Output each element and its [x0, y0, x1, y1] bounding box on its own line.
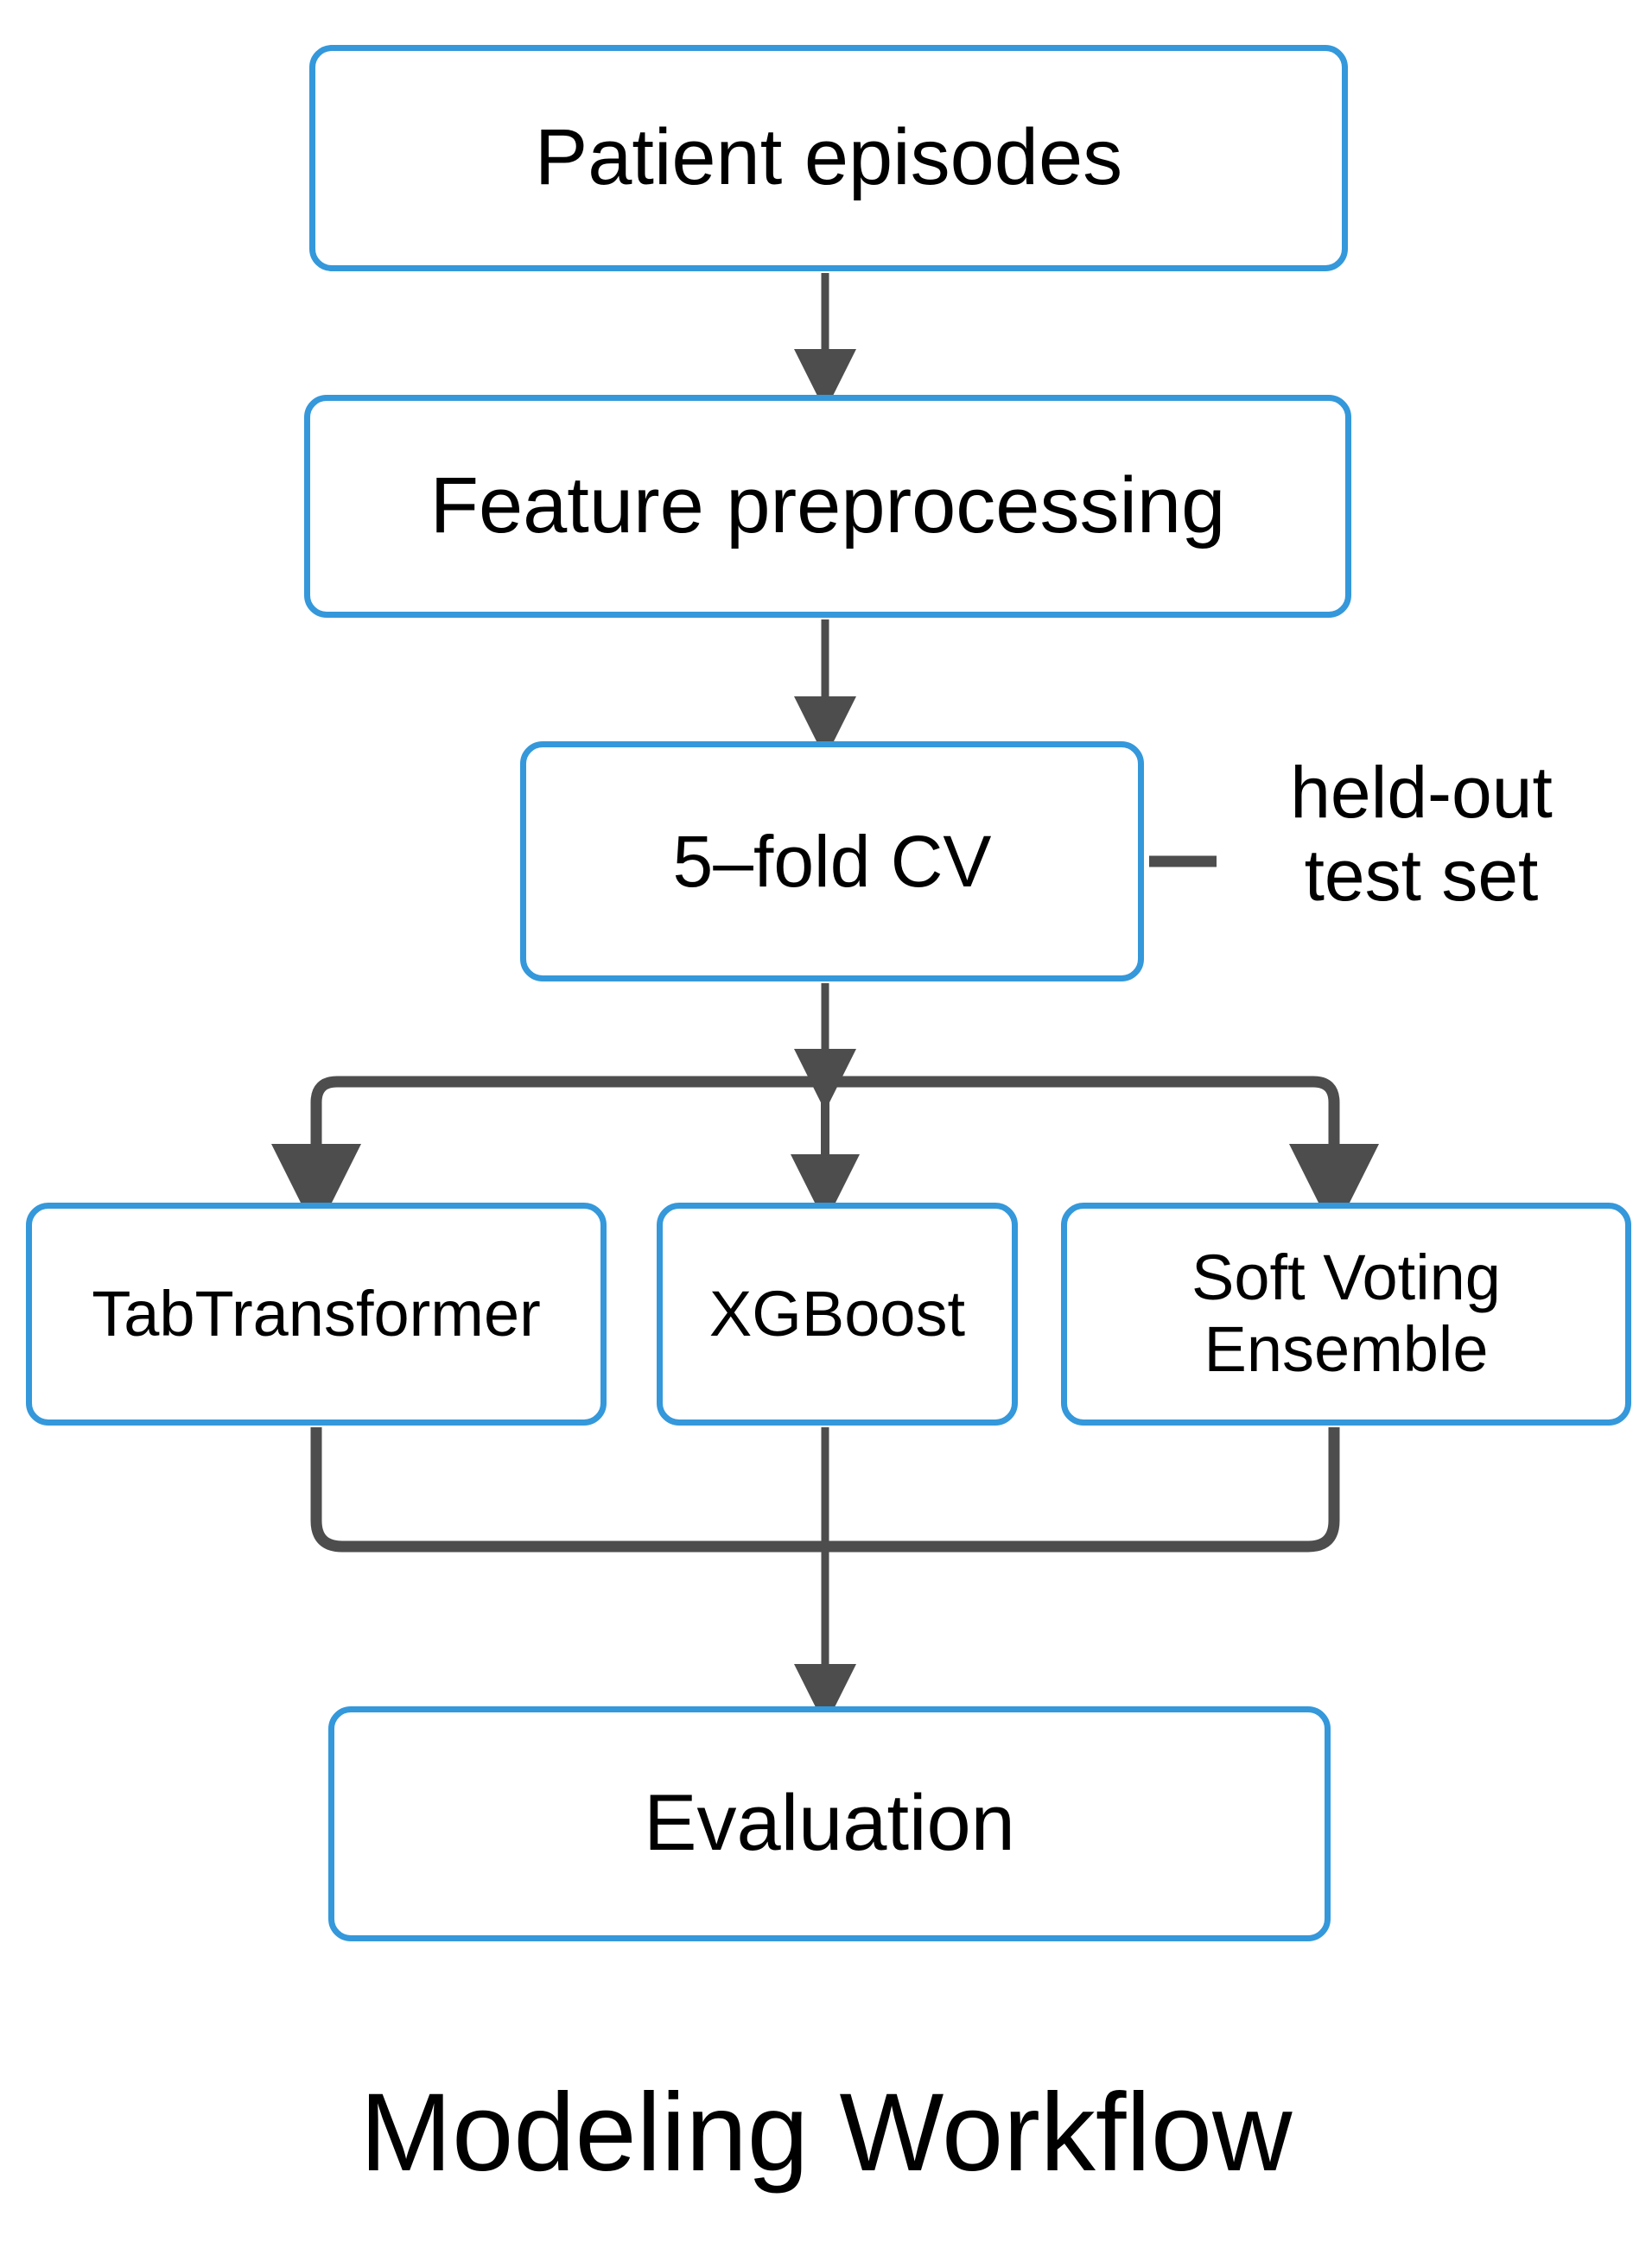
node-soft-voting-ensemble-label: Soft Voting Ensemble [1191, 1242, 1501, 1385]
diagram-title: Modeling Workflow [359, 2071, 1293, 2194]
node-xgboost[interactable]: XGBoost [657, 1203, 1018, 1426]
node-evaluation[interactable]: Evaluation [328, 1706, 1331, 1941]
node-feature-preprocessing-label: Feature preprocessing [429, 461, 1226, 550]
label-held-out-test-set: held-out test set [1290, 752, 1553, 916]
node-feature-preprocessing[interactable]: Feature preprocessing [304, 395, 1351, 618]
node-patient-episodes-label: Patient episodes [534, 113, 1123, 202]
node-five-fold-cv-label: 5–fold CV [672, 820, 992, 902]
node-xgboost-label: XGBoost [708, 1277, 966, 1350]
node-tabtransformer-label: TabTransformer [92, 1277, 541, 1350]
node-soft-voting-ensemble[interactable]: Soft Voting Ensemble [1061, 1203, 1631, 1426]
node-patient-episodes[interactable]: Patient episodes [309, 45, 1348, 271]
node-tabtransformer[interactable]: TabTransformer [26, 1203, 607, 1426]
node-five-fold-cv[interactable]: 5–fold CV [520, 741, 1144, 981]
node-evaluation-label: Evaluation [644, 1779, 1015, 1868]
